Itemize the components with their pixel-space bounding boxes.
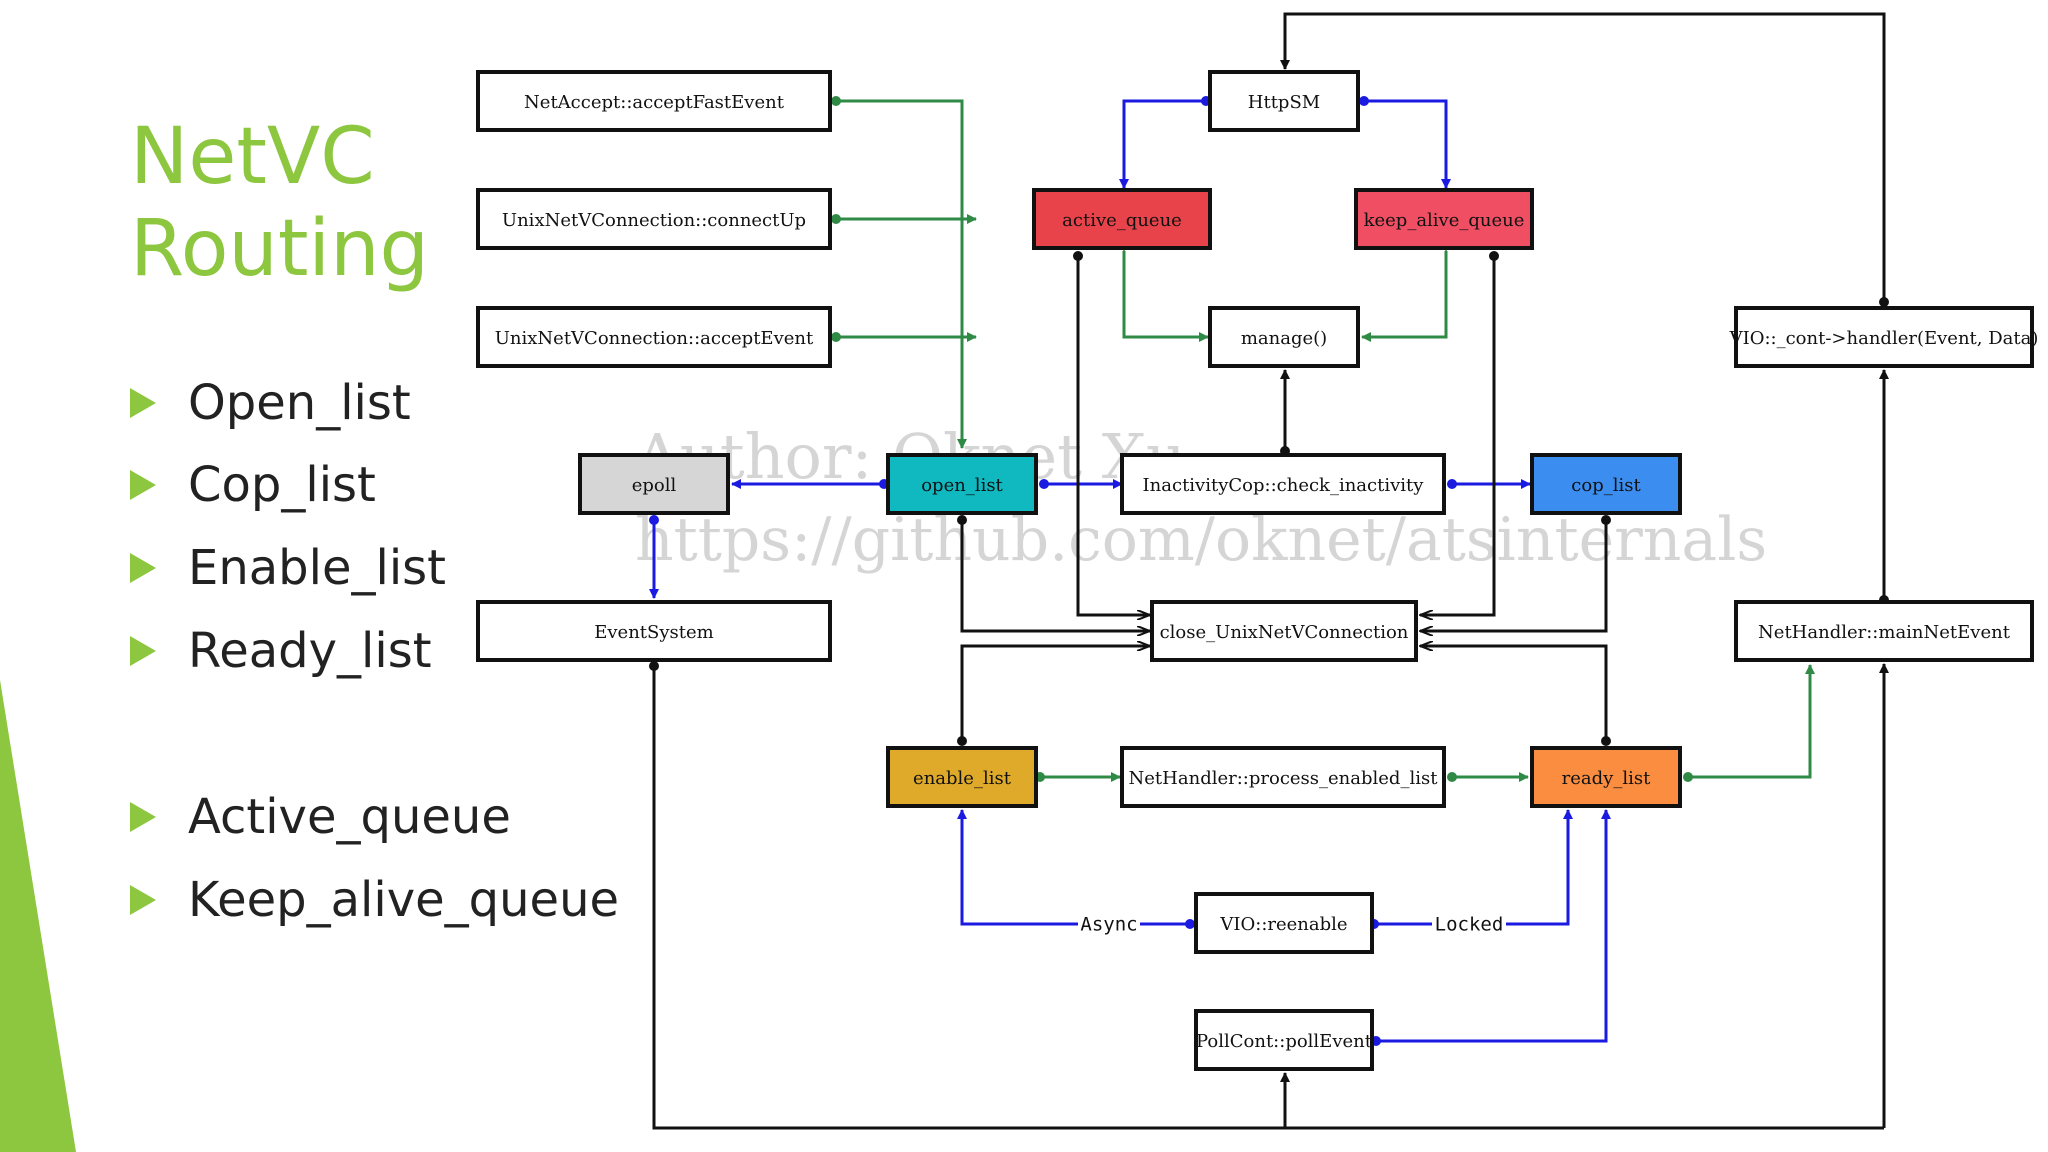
node-process-enabled: NetHandler::process_enabled_list: [1120, 746, 1446, 808]
bullet-label: Ready_list: [188, 623, 432, 679]
node-label: active_queue: [1062, 210, 1182, 231]
node-enable-list: enable_list: [886, 746, 1038, 808]
node-label: UnixNetVConnection::connectUp: [502, 210, 806, 231]
edge-vio-handler-to-httpsm: [1280, 12, 1889, 307]
bullet-arrow-icon: [130, 553, 156, 583]
accent-bar: [0, 680, 76, 1152]
node-label: epoll: [632, 475, 677, 496]
bullet-arrow-icon: [130, 388, 156, 418]
edge-enable-list-to-close: [962, 646, 1150, 741]
edge-open-list-to-close: [962, 520, 1150, 631]
node-label: EventSystem: [594, 622, 713, 643]
node-label: ready_list: [1562, 768, 1651, 789]
node-vio-handler: VIO::_cont->handler(Event, Data): [1729, 306, 2039, 368]
node-label: InactivityCop::check_inactivity: [1143, 475, 1425, 496]
bullet-arrow-icon: [130, 636, 156, 666]
edge-label-async: Async: [1080, 914, 1137, 936]
node-connect-up: UnixNetVConnection::connectUp: [476, 188, 832, 250]
node-label: keep_alive_queue: [1364, 210, 1525, 231]
node-active-queue: active_queue: [1032, 188, 1212, 250]
edge-manage-keep-alive-queue: [1361, 242, 1451, 342]
node-label: cop_list: [1571, 475, 1641, 496]
edge-httpsm-to-keep-alive-queue: [1359, 96, 1451, 189]
node-poll-event: PollCont::pollEvent: [1194, 1009, 1374, 1071]
edge-cop-list-to-close: [1420, 520, 1606, 631]
node-inactivity-cop: InactivityCop::check_inactivity: [1120, 453, 1446, 515]
node-label: open_list: [921, 475, 1003, 496]
node-main-net-event: NetHandler::mainNetEvent: [1734, 600, 2034, 662]
edge-poll-event-to-ready-list: [1371, 809, 1611, 1046]
node-close-vc: close_UnixNetVConnection: [1150, 600, 1418, 662]
bullet-label: Open_list: [188, 375, 411, 431]
node-accept-event: UnixNetVConnection::acceptEvent: [476, 306, 832, 368]
edge-ready-list-to-close: [1420, 646, 1606, 741]
node-httpsm: HttpSM: [1208, 70, 1360, 132]
slide-title-line1: NetVC: [130, 112, 375, 202]
node-label: enable_list: [913, 768, 1012, 789]
bullet-arrow-icon: [130, 470, 156, 500]
node-accept-fast-event: NetAccept::acceptFastEvent: [476, 70, 832, 132]
bullet-label: Active_queue: [188, 789, 511, 845]
slide-title-line2: Routing: [130, 204, 430, 294]
node-label: manage(): [1241, 328, 1327, 349]
bullet-arrow-icon: [130, 885, 156, 915]
node-label: PollCont::pollEvent: [1196, 1031, 1373, 1052]
node-label: VIO::_cont->handler(Event, Data): [1729, 328, 2039, 349]
node-label: HttpSM: [1248, 92, 1320, 113]
bullet-label: Keep_alive_queue: [188, 872, 620, 928]
node-label: NetAccept::acceptFastEvent: [524, 92, 785, 113]
node-event-system: EventSystem: [476, 600, 832, 662]
bullet-label: Enable_list: [188, 540, 446, 596]
edge-manage-active-queue: [1119, 242, 1209, 342]
edge-httpsm-to-active-queue: [1119, 96, 1211, 189]
edge-reenable-async-to-enable-list: [957, 809, 1195, 929]
node-cop-list: cop_list: [1530, 453, 1682, 515]
bullet-label: Cop_list: [188, 457, 376, 513]
edge-event-system-loop: [649, 661, 1884, 1130]
bullet-arrow-icon: [130, 802, 156, 832]
edge-accept-fast-to-open-list: [831, 96, 967, 449]
node-epoll: epoll: [578, 453, 730, 515]
edge-ready-list-to-main-net-event: [1683, 664, 1815, 782]
node-label: VIO::reenable: [1219, 914, 1347, 935]
node-label: close_UnixNetVConnection: [1160, 622, 1409, 643]
node-label: NetHandler::mainNetEvent: [1758, 622, 2011, 643]
node-vio-reenable: VIO::reenable: [1194, 892, 1374, 954]
node-keep-alive-queue: keep_alive_queue: [1354, 188, 1534, 250]
node-label: NetHandler::process_enabled_list: [1129, 768, 1439, 789]
node-label: UnixNetVConnection::acceptEvent: [495, 328, 814, 349]
watermark-url: https://github.com/oknet/atsinternals: [635, 505, 1767, 575]
edge-label-bg: [1432, 912, 1506, 936]
edge-reenable-locked-to-ready-list: [1369, 809, 1573, 929]
node-open-list: open_list: [886, 453, 1038, 515]
node-ready-list: ready_list: [1530, 746, 1682, 808]
edge-label-locked: Locked: [1435, 914, 1504, 936]
edge-label-bg: [1078, 912, 1140, 936]
node-manage: manage(): [1208, 306, 1360, 368]
